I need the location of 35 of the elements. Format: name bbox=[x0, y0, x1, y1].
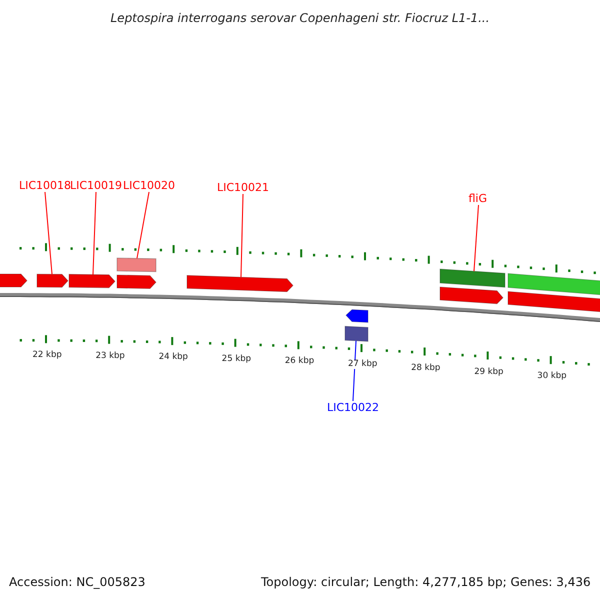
gene-block bbox=[508, 291, 600, 314]
gene-label: LIC10022 bbox=[327, 402, 380, 413]
leader-line bbox=[92, 192, 96, 276]
scale-label: 28 kbp bbox=[411, 364, 440, 372]
scale-label: 30 kbp bbox=[537, 372, 567, 381]
leader-line bbox=[240, 194, 244, 278]
scale-label: 26 kbp bbox=[284, 357, 314, 366]
leader-line bbox=[44, 192, 52, 275]
gene-bar bbox=[68, 274, 116, 288]
gene-label: fliG bbox=[468, 193, 488, 204]
genome-info-text: Topology: circular; Length: 4,277,185 bp; Genes: 3,436 bbox=[261, 576, 591, 588]
scale-label: 24 kbp bbox=[158, 353, 188, 362]
gene-label: LIC10020 bbox=[123, 180, 176, 191]
gene-bar bbox=[440, 286, 504, 304]
gene-label: LIC10021 bbox=[217, 182, 270, 193]
scale-label: 29 kbp bbox=[474, 368, 504, 376]
scale-label: 25 kbp bbox=[222, 354, 252, 364]
leader-line bbox=[474, 204, 479, 272]
scale-label: 27 kbp bbox=[348, 360, 378, 369]
scale-label: 22 kbp bbox=[32, 351, 62, 360]
leader-line bbox=[136, 192, 150, 259]
accession-text: Accession: NC_005823 bbox=[9, 576, 146, 588]
gene-label: LIC10018 bbox=[19, 180, 72, 191]
gene-bar bbox=[116, 274, 157, 289]
gene-bar bbox=[36, 274, 69, 288]
gene-block bbox=[440, 268, 506, 288]
gene-bar bbox=[345, 309, 368, 323]
gene-block bbox=[508, 273, 600, 297]
gene-block bbox=[116, 258, 156, 272]
title: Leptospira interrogans serovar Copenhageni str. Fiocruz L1-1... bbox=[110, 12, 490, 24]
gene-block bbox=[344, 326, 368, 342]
gene-bar bbox=[0, 274, 28, 288]
gene-label: LIC10019 bbox=[70, 180, 122, 191]
gene-bar bbox=[186, 274, 294, 292]
scale-label: 23 kbp bbox=[96, 352, 125, 360]
